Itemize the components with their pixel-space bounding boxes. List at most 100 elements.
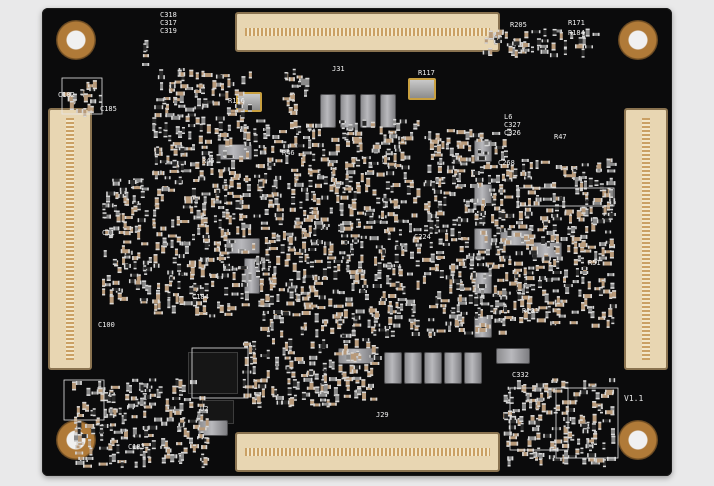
smd-part [559, 31, 563, 40]
smd-part [301, 391, 306, 400]
smd-part [248, 228, 252, 236]
smd-part [546, 230, 555, 235]
smd-part [493, 40, 502, 44]
smd-part [100, 434, 104, 441]
smd-part [329, 207, 333, 214]
smd-part [314, 259, 323, 263]
smd-part [592, 217, 597, 226]
smd-part [290, 110, 298, 115]
smd-part [331, 137, 340, 142]
smd-part [198, 177, 206, 181]
smd-part [193, 179, 200, 183]
smd-part [294, 135, 298, 145]
smd-part [299, 201, 303, 209]
smd-part [217, 301, 221, 309]
smd-part [580, 257, 584, 264]
smd-part [177, 280, 181, 289]
smd-part [153, 209, 157, 217]
smd-part [295, 144, 305, 148]
smd-part [142, 458, 146, 468]
smd-part [291, 84, 299, 88]
smd-part [218, 206, 225, 210]
smd-part [266, 127, 271, 137]
smd-part [129, 385, 133, 394]
smd-part [541, 39, 549, 43]
smd-part [132, 256, 139, 261]
smd-part [179, 72, 186, 77]
smd-part [545, 277, 553, 282]
smd-part [512, 433, 519, 437]
smd-part [346, 384, 350, 391]
smd-part [575, 448, 580, 455]
smd-part [87, 103, 91, 113]
smd-part [199, 123, 203, 132]
smd-part [445, 321, 452, 326]
smd-part [515, 221, 523, 225]
smd-part [324, 319, 328, 327]
smd-part [538, 306, 548, 310]
smd-part [120, 428, 127, 432]
smd-part [493, 285, 497, 295]
smd-part [320, 398, 327, 402]
smd-part [366, 341, 371, 349]
smd-part [313, 227, 317, 236]
smd-part [352, 202, 357, 211]
smd-part [609, 250, 614, 259]
smd-part [548, 265, 553, 272]
smd-part [305, 77, 310, 87]
pcb-board: C318 C317 C319 R205 R171 R184 L6 C327 C3… [42, 8, 672, 476]
smd-part [345, 302, 354, 307]
smd-part [211, 280, 215, 287]
smd-part [275, 159, 283, 163]
smd-part [430, 139, 440, 143]
smd-part [577, 438, 581, 445]
smd-part [321, 402, 330, 406]
smd-part [504, 195, 514, 199]
smd-part [531, 30, 541, 34]
smd-part [264, 237, 268, 245]
smd-part [232, 213, 236, 220]
smd-part [198, 434, 205, 439]
smd-part [180, 220, 190, 224]
smd-part [572, 280, 579, 284]
smd-part [330, 177, 337, 182]
smd-part [110, 423, 117, 427]
smd-part [587, 281, 591, 290]
smd-part [171, 115, 181, 120]
smd-part [231, 267, 238, 271]
smd-part [552, 270, 562, 274]
smd-part [468, 208, 475, 213]
smd-part [339, 251, 346, 255]
smd-part [503, 431, 512, 436]
smd-part [561, 299, 568, 303]
smd-part [199, 287, 204, 296]
smd-part [449, 147, 454, 156]
smd-part [201, 192, 211, 196]
smd-part [429, 141, 434, 150]
smd-part [360, 273, 365, 280]
smd-part [471, 155, 475, 164]
smd-part [156, 232, 163, 237]
smd-part [394, 253, 399, 263]
smd-part [188, 131, 192, 140]
smd-part [241, 273, 246, 282]
smd-part [608, 307, 613, 317]
smd-part [611, 317, 615, 325]
smd-part [307, 124, 314, 128]
smd-part [142, 426, 149, 431]
smd-part [154, 113, 162, 118]
smd-part [195, 306, 200, 316]
smd-part [286, 301, 295, 306]
smd-part [226, 201, 233, 205]
smd-part [89, 447, 93, 456]
smd-part [259, 150, 266, 155]
smd-part [585, 197, 589, 205]
smd-part [248, 272, 252, 282]
smd-part [284, 356, 291, 360]
smd-part [387, 227, 396, 232]
smd-part [149, 378, 157, 382]
connector-top [235, 12, 500, 52]
smd-part [457, 301, 467, 305]
smd-part [452, 175, 457, 185]
smd-part [273, 266, 277, 275]
